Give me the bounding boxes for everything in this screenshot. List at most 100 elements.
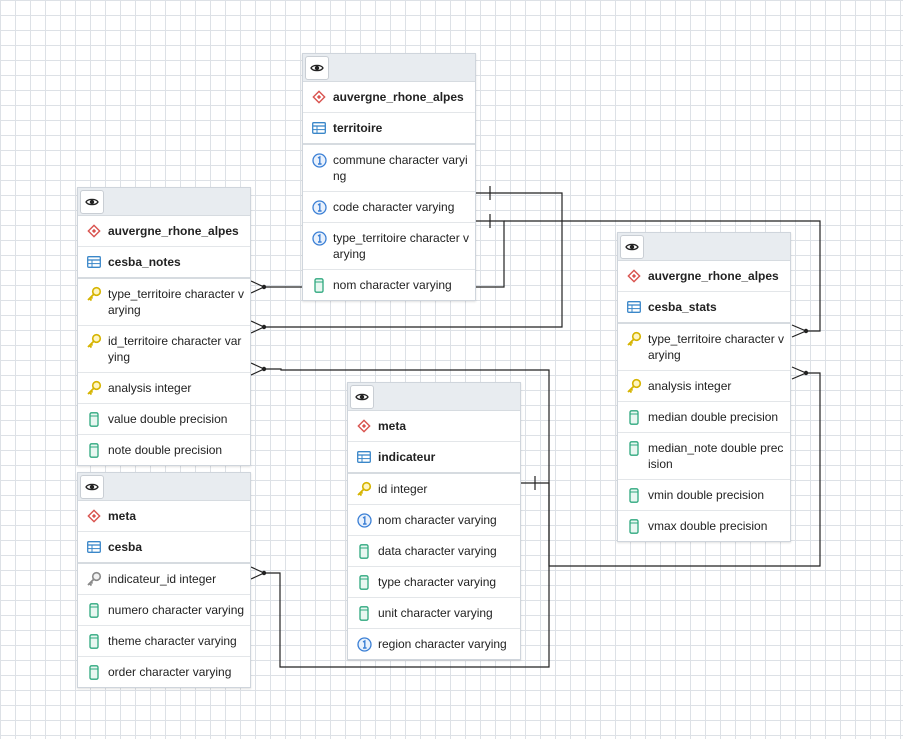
column-row[interactable]: note double precision [78,435,250,465]
schema-icon [86,508,102,524]
column-row[interactable]: type_territoire character varying [303,223,475,270]
primary-key-icon [626,378,642,394]
column-row[interactable]: id_territoire character varying [78,326,250,373]
edge-many-marker [250,566,266,580]
table-node-territoire[interactable]: auvergne_rhone_alpes territoire commune ch… [302,53,476,301]
schema-icon [356,418,372,434]
column-row-label: analysis integer [108,381,192,395]
column-row-label: median double precision [648,410,779,424]
column-row[interactable]: median_note double precision [618,433,790,480]
column-icon [626,487,642,503]
column-row[interactable]: value double precision [78,404,250,435]
edge-many-marker [250,362,266,376]
column-icon [626,440,642,456]
edge-many-marker [791,366,808,380]
column-row[interactable]: order character varying [78,657,250,687]
column-row-label: unit character varying [378,606,493,620]
table-node-header[interactable] [618,233,790,261]
schema-name[interactable]: meta [78,501,250,532]
primary-key-icon [86,380,102,396]
schema-name[interactable]: auvergne_rhone_alpes [78,216,250,247]
column-row-label: id_territoire character varying [108,334,242,364]
table-name-label: cesba_stats [648,300,717,314]
table-node-header[interactable] [78,473,250,501]
edge-many-marker [791,324,808,338]
primary-key-icon [86,286,102,302]
table-node-header[interactable] [78,188,250,216]
primary-key-icon [356,481,372,497]
eye-icon[interactable] [80,190,104,214]
column-row[interactable]: nom character varying [348,505,520,536]
schema-name-label: meta [108,509,137,523]
column-row-label: id integer [378,482,428,496]
table-name[interactable]: territoire [303,113,475,145]
column-row[interactable]: code character varying [303,192,475,223]
column-row[interactable]: indicateur_id integer [78,564,250,595]
column-row-label: nom character varying [378,513,497,527]
eye-icon[interactable] [305,56,329,80]
schema-name[interactable]: meta [348,411,520,442]
column-row-label: theme character varying [108,634,237,648]
column-icon [311,277,327,293]
column-row-label: type character varying [378,575,497,589]
table-node-cesba-stats[interactable]: auvergne_rhone_alpes cesba_stats type_terr… [617,232,791,542]
eye-icon[interactable] [350,385,374,409]
column-row[interactable]: unit character varying [348,598,520,629]
column-row-label: vmax double precision [648,519,768,533]
schema-name[interactable]: auvergne_rhone_alpes [618,261,790,292]
column-row-label: type_territoire character varying [333,231,470,261]
column-row[interactable]: vmax double precision [618,511,790,541]
column-icon [356,605,372,621]
table-name[interactable]: cesba_notes [78,247,250,279]
column-row-label: commune character varying [333,153,468,183]
column-row[interactable]: region character varying [348,629,520,659]
column-row-label: nom character varying [333,278,452,292]
column-row[interactable]: type character varying [348,567,520,598]
table-node-indicateur[interactable]: meta indicateur id integer nom character va… [347,382,521,660]
column-row[interactable]: analysis integer [618,371,790,402]
edge-many-marker [250,280,266,294]
column-row-label: value double precision [108,412,228,426]
schema-name-label: meta [378,419,407,433]
schema-icon [86,223,102,239]
schema-name-label: auvergne_rhone_alpes [333,90,464,104]
column-row-label: data character varying [378,544,497,558]
table-node-header[interactable] [303,54,475,82]
table-icon [356,449,372,465]
column-row[interactable]: commune character varying [303,145,475,192]
unique-key-icon [311,199,327,215]
schema-name[interactable]: auvergne_rhone_alpes [303,82,475,113]
column-row[interactable]: theme character varying [78,626,250,657]
column-row[interactable]: type_territoire character varying [618,324,790,371]
table-name[interactable]: cesba [78,532,250,564]
unique-key-icon [356,636,372,652]
column-row[interactable]: data character varying [348,536,520,567]
column-icon [626,409,642,425]
column-row-label: code character varying [333,200,455,214]
foreign-key-icon [86,571,102,587]
table-node-header[interactable] [348,383,520,411]
column-icon [86,633,102,649]
column-row[interactable]: analysis integer [78,373,250,404]
table-name[interactable]: indicateur [348,442,520,474]
column-row-label: order character varying [108,665,232,679]
table-name[interactable]: cesba_stats [618,292,790,324]
column-icon [356,543,372,559]
column-row[interactable]: vmin double precision [618,480,790,511]
column-icon [86,442,102,458]
column-row[interactable]: nom character varying [303,270,475,300]
column-row-label: numero character varying [108,603,245,617]
column-row[interactable]: numero character varying [78,595,250,626]
column-row-label: region character varying [378,637,507,651]
column-row[interactable]: median double precision [618,402,790,433]
column-row[interactable]: type_territoire character varying [78,279,250,326]
unique-key-icon [311,230,327,246]
eye-icon[interactable] [620,235,644,259]
table-icon [626,299,642,315]
column-row[interactable]: id integer [348,474,520,505]
column-row-label: type_territoire character varying [108,287,245,317]
column-icon [86,602,102,618]
eye-icon[interactable] [80,475,104,499]
